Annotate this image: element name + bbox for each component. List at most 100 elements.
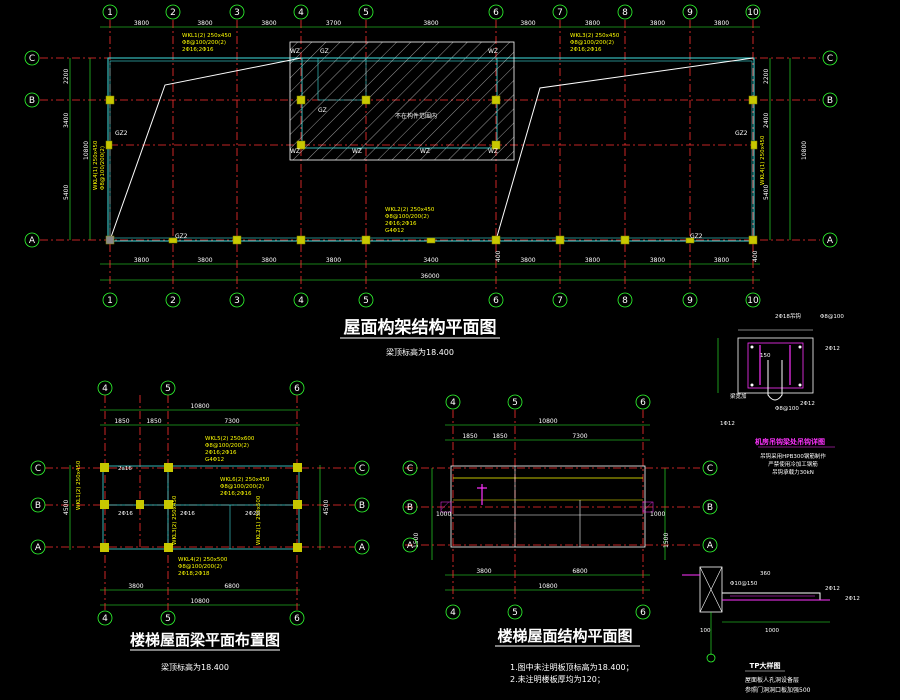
stair-struct-note-2: 2.未注明楼板厚均为120； <box>510 674 605 684</box>
grid-bubble-right-B: B <box>822 92 838 108</box>
svg-text:2: 2 <box>170 8 176 18</box>
ss-bubble-left-B: B <box>402 499 418 515</box>
svg-text:1: 1 <box>107 296 113 306</box>
main-top-dim: 3800 <box>520 20 535 27</box>
svg-text:4500: 4500 <box>323 500 330 515</box>
main-columns <box>105 95 758 245</box>
svg-text:8: 8 <box>622 8 628 18</box>
svg-text:2Φ16;2Φ16: 2Φ16;2Φ16 <box>385 221 417 227</box>
svg-text:5: 5 <box>363 296 369 306</box>
svg-text:1850: 1850 <box>146 418 161 425</box>
svg-text:1000: 1000 <box>650 511 665 518</box>
svg-text:A: A <box>827 236 834 246</box>
sb-bubble-top-6: 6 <box>289 380 305 396</box>
grid-bubble-top-9: 9 <box>682 4 698 20</box>
stair-beam-subtitle: 梁顶标高为18.400 <box>161 662 229 672</box>
svg-text:A: A <box>35 543 42 553</box>
svg-text:3800: 3800 <box>128 583 143 590</box>
svg-text:WZ: WZ <box>290 48 300 55</box>
svg-text:1500: 1500 <box>413 533 420 548</box>
detail-hook: 2Φ18吊钩 Φ8@100 2Φ12 2Φ12 梁宽加 1Φ12 Φ8@100 … <box>717 312 844 476</box>
svg-text:6: 6 <box>640 608 646 618</box>
svg-text:1: 1 <box>107 8 113 18</box>
svg-text:2Φ18吊钩: 2Φ18吊钩 <box>775 312 801 320</box>
sb-bubble-bottom-6: 6 <box>289 610 305 626</box>
ss-bubble-top-4: 4 <box>445 394 461 410</box>
svg-text:3: 3 <box>234 296 240 306</box>
svg-text:4: 4 <box>102 614 108 624</box>
svg-text:4: 4 <box>450 608 456 618</box>
svg-text:5: 5 <box>363 8 369 18</box>
stair-struct-plan: 10800 1850 1850 7300 3800 6800 10800 100… <box>402 394 718 684</box>
svg-text:WKL5(2) 250x600: WKL5(2) 250x600 <box>205 436 255 442</box>
grid-bubble-left-A: A <box>24 232 40 248</box>
svg-text:GZ2: GZ2 <box>175 233 188 240</box>
main-top-dim: 3800 <box>134 20 149 27</box>
sb-bubble-bottom-5: 5 <box>160 610 176 626</box>
sb-bubble-left-B: B <box>30 497 46 513</box>
svg-text:G4Φ12: G4Φ12 <box>385 228 404 234</box>
svg-text:WKL6(2) 250x450: WKL6(2) 250x450 <box>220 477 270 483</box>
ss-bubble-bottom-6: 6 <box>635 604 651 620</box>
svg-text:6: 6 <box>493 296 499 306</box>
main-bottom-dim: 3800 <box>326 257 341 264</box>
svg-text:6: 6 <box>493 8 499 18</box>
ss-bubble-bottom-5: 5 <box>507 604 523 620</box>
svg-text:G4Φ12: G4Φ12 <box>205 457 224 463</box>
svg-text:10: 10 <box>747 8 759 18</box>
main-subtitle: 梁顶标高为18.400 <box>386 347 454 357</box>
detail-tp: Φ10@150 360 2Φ12 2Φ12 100 1000 TP大样图 屋面板… <box>682 566 860 694</box>
svg-text:8: 8 <box>622 296 628 306</box>
main-beam-notes: WKL1(2) 250x450 Φ8@100/200(2)2Φ16;2Φ16 W… <box>182 33 620 234</box>
svg-text:GZ2: GZ2 <box>115 130 128 137</box>
svg-text:A: A <box>407 541 414 551</box>
svg-text:Φ10@150: Φ10@150 <box>730 581 758 587</box>
svg-text:B: B <box>35 501 41 511</box>
svg-text:WKL3(2) 250x450: WKL3(2) 250x450 <box>172 495 178 545</box>
svg-text:WKL1(2) 250x450: WKL1(2) 250x450 <box>76 460 82 510</box>
svg-text:C: C <box>29 54 35 64</box>
hatched-opening <box>289 41 515 161</box>
svg-text:360: 360 <box>760 571 771 577</box>
svg-text:2Φ16;2Φ16: 2Φ16;2Φ16 <box>205 450 237 456</box>
svg-text:3800: 3800 <box>476 568 491 575</box>
svg-text:5: 5 <box>512 398 518 408</box>
sb-bubble-left-A: A <box>30 539 46 555</box>
svg-text:10800: 10800 <box>83 141 90 160</box>
ss-bubble-right-A: A <box>702 537 718 553</box>
svg-text:10800: 10800 <box>538 418 557 425</box>
svg-text:7: 7 <box>557 8 563 18</box>
main-top-dim: 3800 <box>714 20 729 27</box>
grid-bubble-bottom-10: 10 <box>745 292 761 308</box>
svg-text:GZ: GZ <box>318 107 327 114</box>
grid-bubble-top-4: 4 <box>293 4 309 20</box>
svg-text:WKL2(1) 250x500: WKL2(1) 250x500 <box>256 495 262 545</box>
svg-text:C: C <box>707 464 713 474</box>
sb-bubble-bottom-4: 4 <box>97 610 113 626</box>
main-total-dim: 36000 <box>420 273 439 280</box>
svg-text:2400: 2400 <box>763 113 770 128</box>
svg-text:B: B <box>707 503 713 513</box>
main-bottom-dim: 3800 <box>650 257 665 264</box>
svg-text:严禁使用冷加工钢筋: 严禁使用冷加工钢筋 <box>768 460 818 468</box>
svg-text:B: B <box>827 96 833 106</box>
ss-bubble-top-5: 5 <box>507 394 523 410</box>
svg-text:WKL3(2) 250x450: WKL3(2) 250x450 <box>570 33 620 39</box>
grid-bubble-bottom-7: 7 <box>552 292 568 308</box>
grid-bubble-bottom-1: 1 <box>102 292 118 308</box>
svg-text:WZ: WZ <box>488 148 498 155</box>
ss-bubble-bottom-4: 4 <box>445 604 461 620</box>
svg-text:4: 4 <box>450 398 456 408</box>
svg-text:2Φ18;2Φ18: 2Φ18;2Φ18 <box>178 571 210 577</box>
svg-text:Φ8@100/200(2): Φ8@100/200(2) <box>182 40 226 46</box>
sb-bubble-right-A: A <box>354 539 370 555</box>
svg-text:参照门洞洞口板加强500: 参照门洞洞口板加强500 <box>745 686 811 694</box>
main-top-dim: 3800 <box>197 20 212 27</box>
svg-text:C: C <box>359 464 365 474</box>
svg-text:6: 6 <box>294 614 300 624</box>
svg-text:2Φ16;2Φ16: 2Φ16;2Φ16 <box>182 47 214 53</box>
svg-text:Φ8@100/200(2): Φ8@100/200(2) <box>570 40 614 46</box>
main-top-dim: 3800 <box>650 20 665 27</box>
svg-text:1Φ12: 1Φ12 <box>720 421 735 427</box>
svg-text:10: 10 <box>747 296 759 306</box>
